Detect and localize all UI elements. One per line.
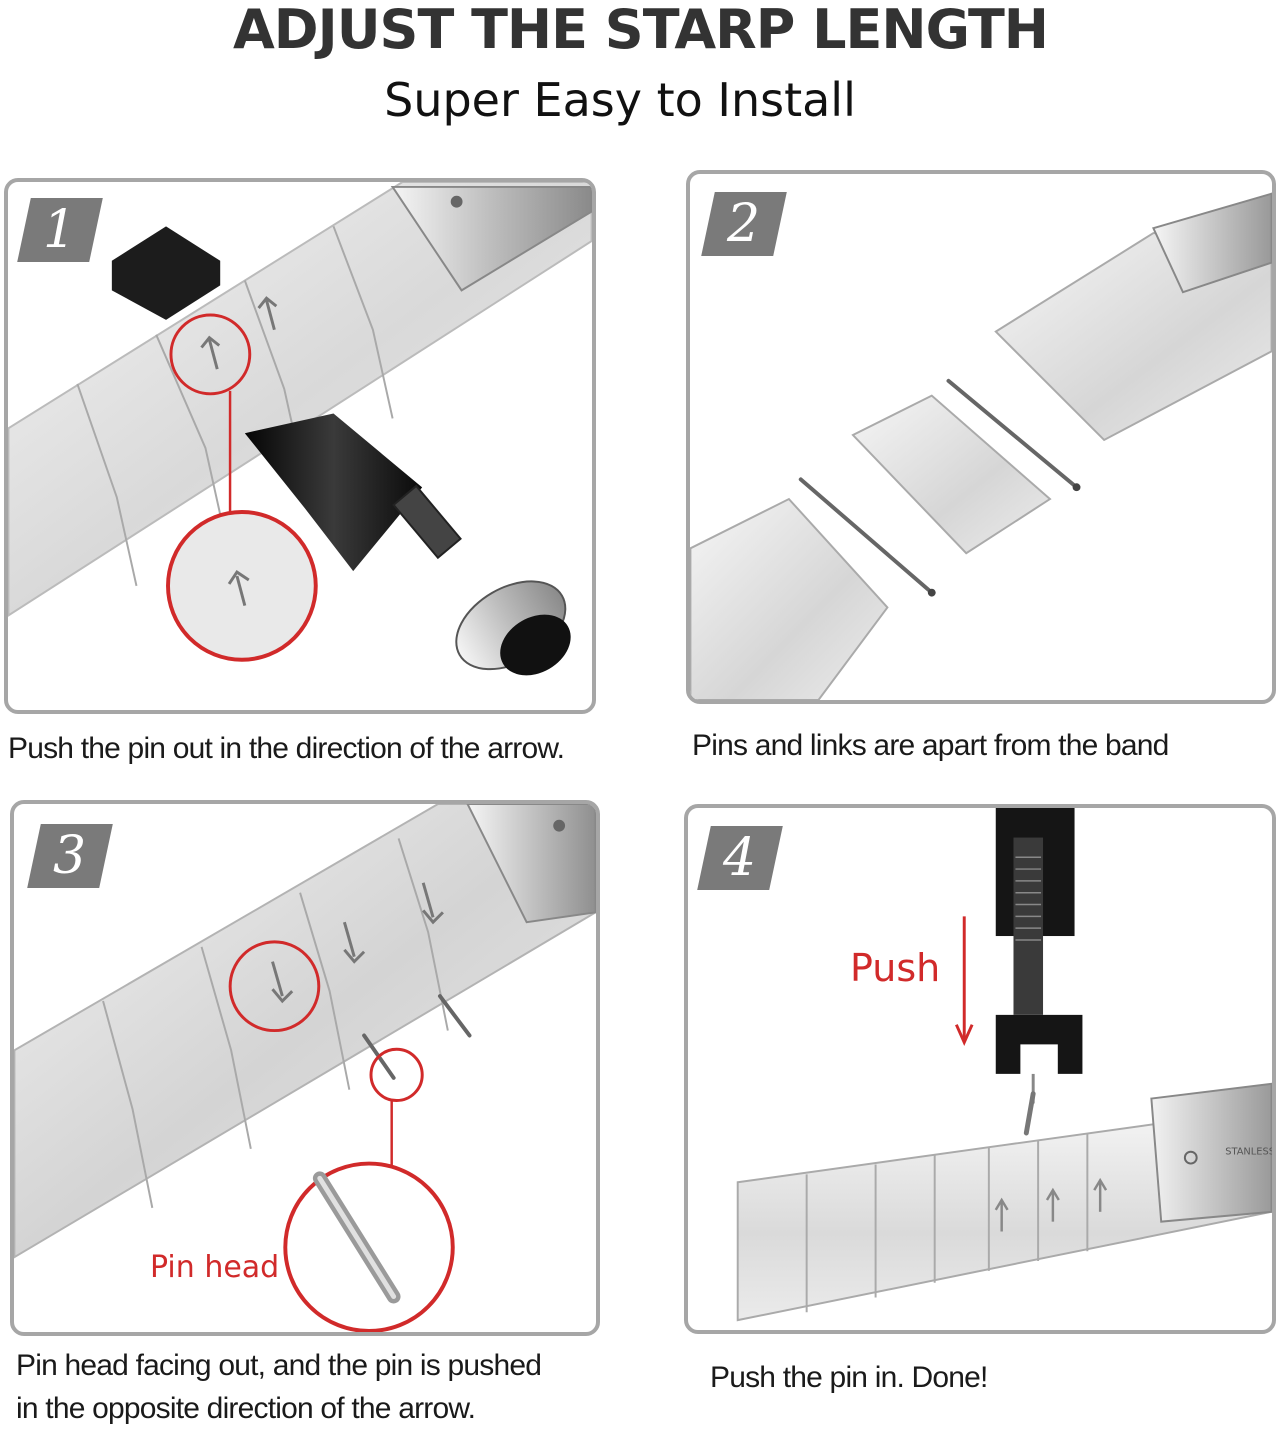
band-link-lines xyxy=(76,225,394,587)
step-2-caption: Pins and links are apart from the band xyxy=(692,729,1169,762)
step-3-caption-line-1: Pin head facing out, and the pin is push… xyxy=(16,1349,542,1382)
zoom-circle xyxy=(166,510,318,662)
loose-pins xyxy=(798,378,1079,595)
step-1-panel: 1 xyxy=(4,178,596,714)
clasp xyxy=(390,185,592,292)
link-arrows xyxy=(271,882,444,1004)
step-2-illustration xyxy=(690,192,1272,700)
step-4-illustration: STANLESS xyxy=(736,808,1272,1322)
pin-tool-body xyxy=(244,413,423,572)
clasp xyxy=(1150,1082,1272,1223)
pin-tool-knob xyxy=(455,580,571,676)
clasp-engraving: STANLESS xyxy=(1225,1147,1272,1158)
pin-tool-spring xyxy=(392,484,462,560)
step-4-number-badge: 4 xyxy=(697,826,783,890)
black-holder-block xyxy=(111,226,221,320)
clasp xyxy=(466,804,596,924)
step-2-number-badge: 2 xyxy=(701,192,787,256)
pin-head-label: Pin head xyxy=(150,1250,280,1285)
step-4-caption: Push the pin in. Done! xyxy=(710,1361,988,1394)
pin-highlight-circle xyxy=(369,1047,424,1102)
pin xyxy=(1023,1091,1036,1136)
link-arrows xyxy=(994,1177,1108,1232)
step-2-panel: 2 xyxy=(686,170,1276,704)
pin-head-zoom-circle xyxy=(283,1161,455,1332)
step-1-number-badge: 1 xyxy=(17,198,103,262)
step-3-caption-line-2: in the opposite direction of the arrow. xyxy=(16,1392,476,1425)
push-label: Push xyxy=(850,946,941,990)
step-1-caption: Push the pin out in the direction of the… xyxy=(8,732,565,765)
step-4-panel: STANLESS 4 Push xyxy=(684,804,1276,1334)
step-3-panel: 3 Pin head xyxy=(10,800,600,1336)
page-subtitle: Super Easy to Install xyxy=(384,73,856,127)
highlight-circle xyxy=(169,313,252,396)
step-3-number-badge: 3 xyxy=(27,824,113,888)
band-link-lines xyxy=(805,1133,1089,1313)
highlight-circle xyxy=(228,940,321,1033)
page-title: ADJUST THE STARP LENGTH xyxy=(233,0,1049,61)
step-1-illustration xyxy=(8,182,592,676)
band-segment-lower xyxy=(690,497,889,700)
loose-link xyxy=(851,394,1052,555)
push-arrow xyxy=(955,916,974,1047)
step-3-illustration xyxy=(14,804,596,1332)
pin-tool-holder xyxy=(995,1014,1083,1074)
clasp xyxy=(1152,192,1272,294)
link-arrows xyxy=(200,296,278,370)
